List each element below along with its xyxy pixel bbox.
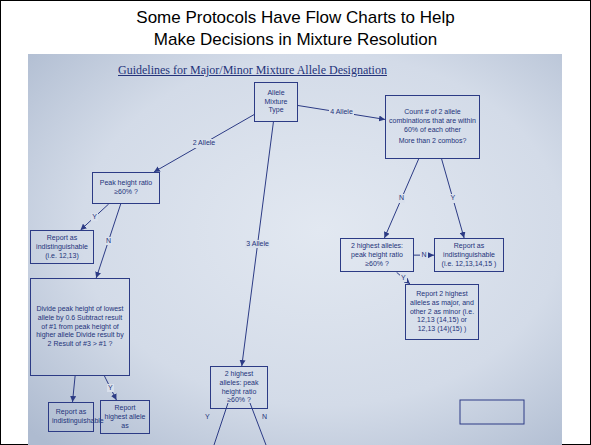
box-text: Count # of 2 allele combinations that ar… [389,108,476,134]
box-text: Report as indistinguishable (i.e. 12,13,… [438,242,500,268]
edge-label: 2 Allele [192,139,217,147]
flow-arrow [442,159,465,238]
box-text: 2 highest alleles: peak height ratio ≥60… [214,370,264,405]
process-box: Report 2 highest alleles as major, and o… [405,284,479,340]
box-text: More than 2 combos? [389,137,476,146]
flow-arrow [384,159,418,238]
process-box: Allele Mixture Type [254,82,298,122]
edge-label: N [398,194,405,202]
edge-label: 3 Allele [245,240,270,248]
branch-label: Y [205,413,210,421]
process-box: Report as indistinguishable (i.e. 12,13) [30,230,94,264]
flow-arrow [154,115,254,172]
process-box: 2 highest alleles: peak height ratio ≥60… [340,238,414,272]
box-text: Report highest allele as [104,404,146,430]
flow-arrow [397,272,410,284]
process-box: Divide peak height of lowest allele by 0… [30,278,130,376]
process-box: 2 highest alleles: peak height ratio ≥60… [210,366,268,409]
process-box: Report as indistinguishable (i.e. 12,13,… [434,238,504,272]
process-box: Count # of 2 allele combinations that ar… [385,95,480,159]
edge-label: Y [91,213,98,221]
slide-title: Some Protocols Have Flow Charts to Help … [76,7,516,51]
edge-label: N [105,237,112,245]
box-text: 2 highest alleles: peak height ratio ≥60… [344,242,410,268]
process-box: Peak height ratio ≥60% ? [92,172,160,204]
flow-arrow [81,204,109,230]
edge-label: 4 Allele [329,108,354,116]
sheet-heading: Guidelines for Major/Minor Mixture Allel… [118,63,387,77]
flow-arrow [96,204,120,278]
box-text: Divide peak height of lowest allele by 0… [34,305,126,349]
edge-label: Y [400,274,407,282]
empty-box [460,400,524,424]
flow-arrow [104,376,116,400]
branch-line [214,403,228,445]
process-box: Report highest allele as [100,400,150,434]
flow-arrow [242,122,274,366]
box-text: Allele Mixture Type [258,89,294,115]
paper-photo [28,54,562,445]
slide-title-area: Some Protocols Have Flow Charts to Help … [0,7,591,51]
branch-line [250,403,266,445]
process-box: Report as indistinguishable [48,402,94,432]
branch-label: N [262,413,267,421]
box-text: Report as indistinguishable (i.e. 12,13) [34,234,90,260]
box-text: Report 2 highest alleles as major, and o… [409,290,475,334]
flow-arrow [73,376,76,402]
flow-arrow [298,106,385,120]
edge-label: N [420,251,427,259]
edge-label: Y [107,384,114,392]
box-text: Peak height ratio ≥60% ? [96,179,156,197]
box-text: Report as indistinguishable [52,408,90,426]
edge-label: Y [450,194,457,202]
